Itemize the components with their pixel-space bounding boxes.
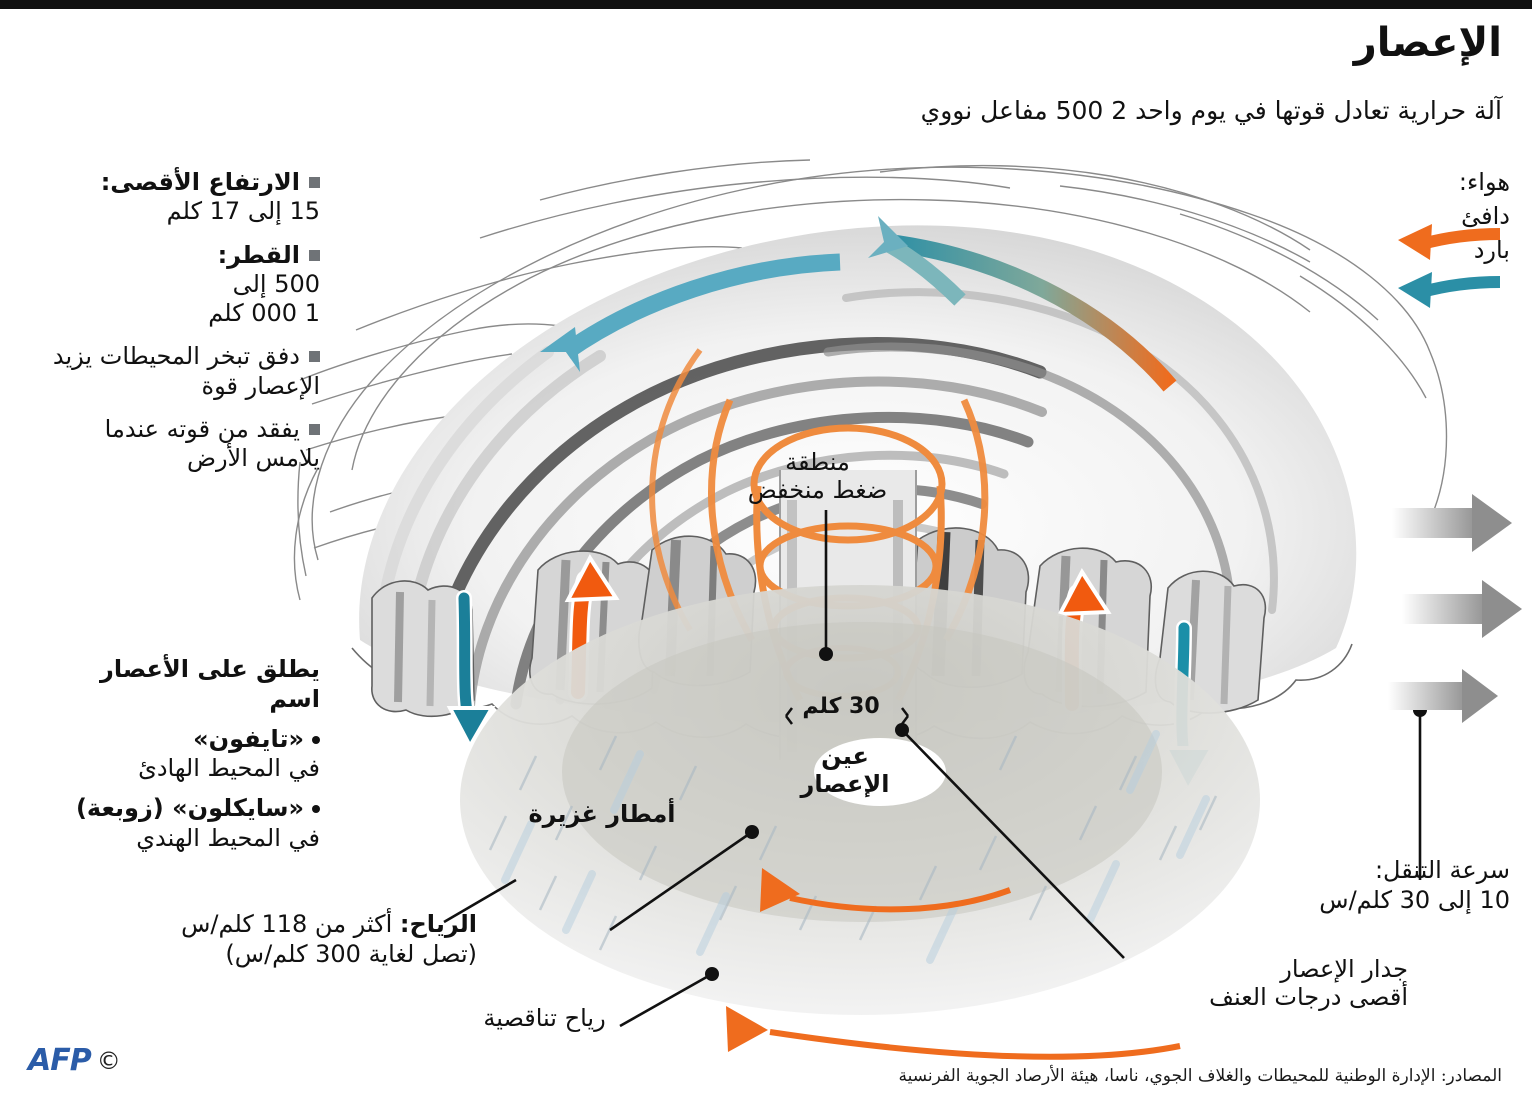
air-legend: هواء: دافئ بارد [1459, 168, 1510, 270]
fact-text: يفقد من قوته عندما يلامس الأرض [104, 414, 320, 473]
motion-arrow-1 [1392, 494, 1512, 552]
label-decreasing-winds: رياح تناقصية [483, 1004, 606, 1032]
page-title: الإعصار [1353, 20, 1502, 66]
fact-evaporation: دفق تبخر المحيطات يزيد الإعصار قوة [45, 342, 320, 401]
label-eye-wall: جدار الإعصار أقصى درجات العنف [1118, 955, 1408, 1012]
label-low-pressure-line1: منطقة [785, 448, 850, 476]
anvil-lower-edge [351, 643, 1353, 741]
wind-label: الرياح: [399, 910, 477, 938]
storm-name-label: «سايكلون» (زوبعة) [75, 794, 304, 822]
bullet-dot-icon [312, 805, 320, 813]
top-rule [0, 0, 1532, 9]
motion-arrows [1388, 494, 1522, 723]
bullet-dot-icon [312, 735, 320, 744]
label-low-pressure-line2: ضغط منخفض [747, 476, 888, 505]
inflow-arrowhead-2 [726, 1006, 768, 1052]
motion-arrow-3 [1388, 669, 1498, 723]
legend-label-cold: بارد [1473, 236, 1510, 264]
label-low-pressure-zone: منطقة ضغط منخفض [745, 448, 890, 505]
sources-line: المصادر: الإدارة الوطنية للمحيطات والغلا… [898, 1066, 1502, 1086]
vortex-rings [649, 348, 989, 702]
storm-names-block: يطلق على الأعصار اسم «تايفون» في المحيط … [45, 655, 320, 864]
fact-label: الارتفاع الأقصى: [100, 168, 300, 196]
bullet-square-icon [309, 423, 320, 435]
label-hurricane-eye: عين الإعصار [785, 742, 905, 799]
afp-logo: © AFP [28, 1046, 121, 1076]
label-eye-wall-line1: جدار الإعصار [1280, 955, 1408, 983]
legend-row-cold: بارد [1459, 236, 1510, 264]
bullet-square-icon [309, 351, 320, 363]
copyright-symbol: © [96, 1047, 121, 1075]
cirrus-outlines [293, 159, 1448, 601]
label-eye-diameter: 30 كلم [802, 694, 880, 719]
bullet-square-icon [309, 249, 320, 261]
label-eye-line1: عين [821, 742, 869, 770]
fact-diameter: القطر: 500 إلى 1 000 كلم [45, 241, 320, 329]
afp-wordmark: AFP [28, 1043, 92, 1078]
legend-cold-arrow [1398, 272, 1501, 308]
outflow-arrows [540, 216, 1177, 392]
legend-row-warm: دافئ [1459, 202, 1510, 230]
fact-text: دفق تبخر المحيطات يزيد الإعصار قوة [52, 342, 320, 400]
fact-value: 15 إلى 17 كلم [166, 197, 320, 226]
bullet-square-icon [309, 177, 320, 188]
warm-updraft-arrow-right [1056, 568, 1112, 714]
cold-downdraft-arrow [446, 590, 496, 751]
fact-max-height: الارتفاع الأقصى: 15 إلى 17 كلم [45, 168, 320, 227]
storm-name-region: في المحيط الهندي [136, 823, 320, 852]
facts-list: الارتفاع الأقصى: 15 إلى 17 كلم القطر: 50… [45, 168, 320, 487]
air-legend-heading: هواء: [1458, 168, 1510, 196]
fact-landfall: يفقد من قوته عندما يلامس الأرض [45, 415, 320, 474]
fact-value-line2: 1 000 كلم [208, 299, 320, 328]
storm-name-cyclone: «سايكلون» (زوبعة) في المحيط الهندي [45, 794, 320, 854]
label-eye-line2: الإعصار [800, 770, 890, 799]
leader-lines [443, 510, 1422, 1028]
storm-name-typhoon: «تايفون» في المحيط الهادئ [45, 725, 320, 785]
fact-value-line1: 500 إلى [232, 269, 320, 298]
travel-speed-label: سرعة التنقل: [1374, 856, 1510, 884]
label-eye-wall-line2: أقصى درجات العنف [1209, 983, 1408, 1012]
wind-speed-callout: الرياح: أكثر من 118 كلم/س (تصل لغاية 300… [87, 910, 477, 970]
low-level-cloud-blocks [371, 527, 1267, 718]
cold-downdraft-arrow-right [1162, 620, 1216, 795]
fact-label: القطر: [217, 240, 300, 269]
inflow-arrowhead-1 [760, 868, 800, 912]
storm-names-heading: يطلق على الأعصار اسم [100, 655, 320, 713]
legend-label-warm: دافئ [1461, 202, 1510, 230]
travel-speed-value: 10 إلى 30 كلم/س [1319, 886, 1510, 914]
warm-updraft-arrow-left [564, 554, 620, 702]
label-heavy-rain: أمطار غزيرة [528, 800, 676, 828]
travel-speed-callout: سرعة التنقل: 10 إلى 30 كلم/س [1319, 855, 1510, 915]
page-subtitle: آلة حرارية تعادل قوتها في يوم واحد 2 500… [920, 96, 1502, 125]
motion-arrow-2 [1402, 580, 1522, 638]
wind-note: (تصل لغاية 300 كلم/س) [225, 939, 477, 968]
wind-value: أكثر من 118 كلم/س [181, 910, 393, 938]
storm-name-region: في المحيط الهادئ [138, 754, 320, 783]
storm-name-label: «تايفون» [193, 724, 304, 753]
